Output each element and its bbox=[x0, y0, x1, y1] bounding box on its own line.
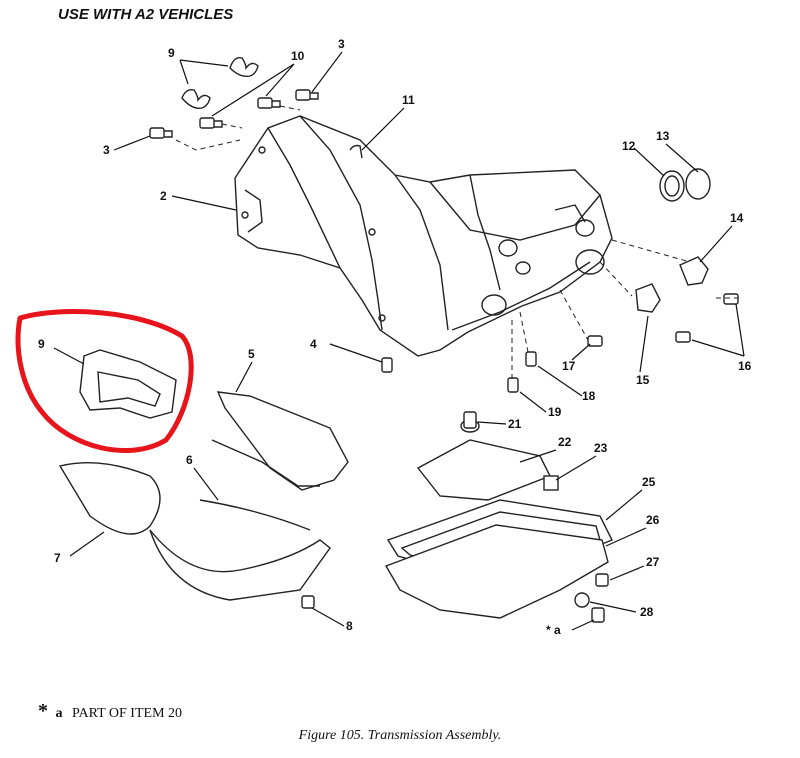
highlight-circle-item-28 bbox=[15, 309, 194, 453]
callout-11: 17 bbox=[562, 359, 576, 373]
callout-labels: 9 10 3 3 11 2 12 13 14 15 16 17 18 19 21… bbox=[38, 37, 752, 637]
callout-9-bottom: 15 bbox=[636, 373, 650, 387]
callout-3-left: 3 bbox=[103, 143, 110, 157]
callout-16: 23 bbox=[594, 441, 608, 455]
callout-12: 18 bbox=[582, 389, 596, 403]
right-hardware bbox=[507, 168, 739, 393]
callout-26: 6 bbox=[186, 453, 193, 467]
callout-28: 9 bbox=[38, 337, 45, 351]
callout-2: 2 bbox=[160, 189, 167, 203]
diagram-heading: USE WITH A2 VEHICLES bbox=[58, 6, 234, 23]
oil-pan-assembly bbox=[301, 357, 613, 623]
callout-21: 28 bbox=[640, 605, 654, 619]
callout-10: 16 bbox=[738, 359, 752, 373]
callout-7: 12 bbox=[622, 139, 636, 153]
callout-15: 22 bbox=[558, 435, 572, 449]
callout-13: 19 bbox=[548, 405, 562, 419]
callout-8: 13 bbox=[656, 129, 670, 143]
footnote-text: PART OF ITEM 20 bbox=[72, 706, 183, 721]
figure-caption: Figure 105. Transmission Assembly. bbox=[298, 728, 502, 743]
callout-23: 8 bbox=[346, 619, 353, 633]
callout-6: 11 bbox=[402, 93, 415, 107]
callout-3-top: 3 bbox=[338, 37, 345, 51]
callout-25: 5 bbox=[248, 347, 255, 361]
callout-18: 26 bbox=[646, 513, 660, 527]
callout-19: 27 bbox=[646, 555, 660, 569]
callout-4: 9 bbox=[168, 46, 175, 60]
footnote-asterisk: * bbox=[38, 700, 48, 722]
callout-9-top: 14 bbox=[730, 211, 744, 225]
footnote: * a PART OF ITEM 20 bbox=[38, 700, 182, 723]
callout-27: 7 bbox=[54, 551, 61, 565]
callout-22: 4 bbox=[310, 337, 317, 351]
callout-a: * a bbox=[546, 623, 561, 637]
left-gaskets bbox=[58, 349, 349, 601]
upper-hardware bbox=[149, 57, 363, 159]
callout-5: 10 bbox=[291, 49, 305, 63]
transmission-case bbox=[234, 115, 613, 357]
footnote-key: a bbox=[55, 706, 63, 721]
callout-17: 25 bbox=[642, 475, 656, 489]
callout-14: 21 bbox=[508, 417, 522, 431]
